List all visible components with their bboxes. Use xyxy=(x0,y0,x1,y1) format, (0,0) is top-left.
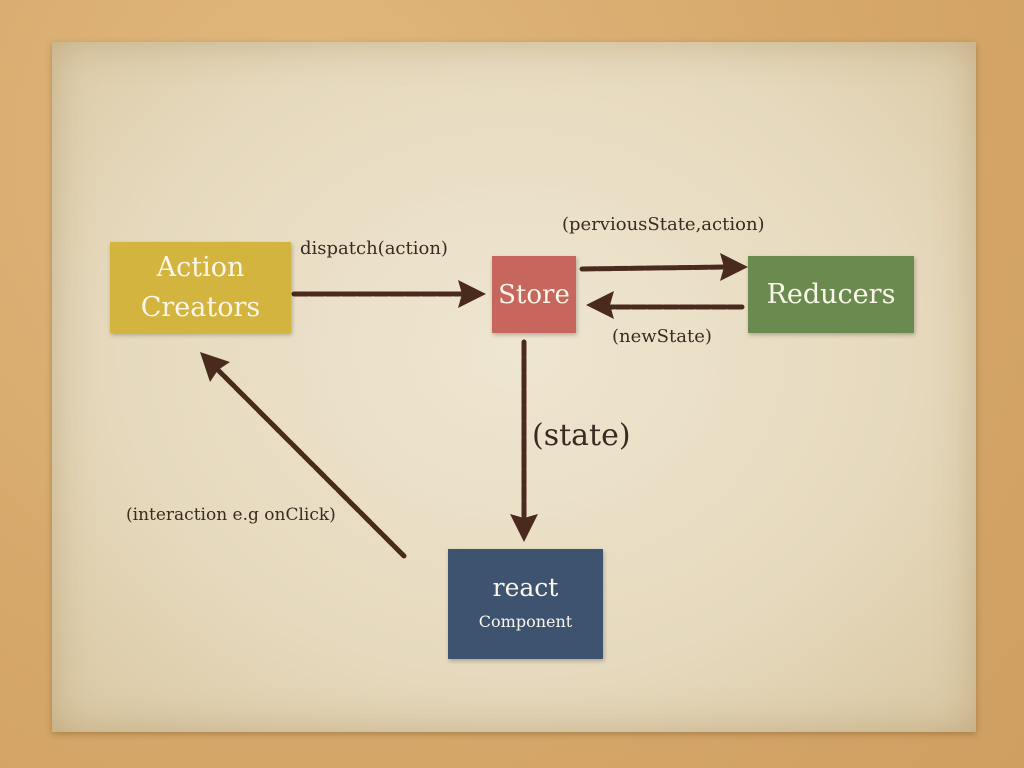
node-reducers-label: Reducers xyxy=(766,279,896,310)
edge-label-interaction: (interaction e.g onClick) xyxy=(126,505,336,525)
node-action-creators: Action Creators xyxy=(110,242,291,333)
node-reducers: Reducers xyxy=(748,256,914,333)
node-action-creators-line1: Action xyxy=(156,251,245,283)
edge-label-state: (state) xyxy=(532,418,631,453)
node-store: Store xyxy=(492,256,576,333)
edge-label-dispatch: dispatch(action) xyxy=(300,238,448,259)
node-action-creators-line2: Creators xyxy=(140,291,261,323)
edge-label-new-state: (newState) xyxy=(612,326,712,347)
edge-label-previous-state: (perviousState,action) xyxy=(562,214,765,235)
node-react-sublabel: Component xyxy=(478,612,573,631)
paper-background xyxy=(52,42,976,732)
node-store-label: Store xyxy=(498,279,570,310)
node-react-label: react xyxy=(492,573,559,602)
node-react-component: react Component xyxy=(448,549,603,659)
